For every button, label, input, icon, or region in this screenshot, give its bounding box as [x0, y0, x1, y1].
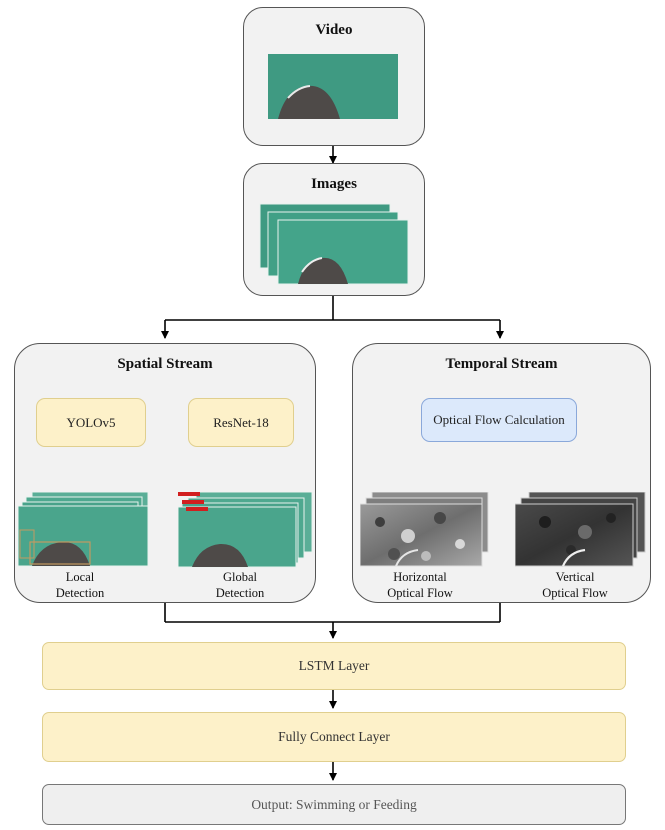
images-box: Images: [243, 163, 425, 296]
global-detection-stack: [178, 492, 313, 568]
image-stack: [259, 203, 409, 285]
resnet18-module: ResNet-18: [188, 398, 294, 447]
lstm-layer: LSTM Layer: [42, 642, 626, 690]
video-box: Video: [243, 7, 425, 146]
vertical-flow-stack: [515, 492, 646, 567]
vertical-flow-caption: Vertical Optical Flow: [542, 570, 608, 600]
detection-mark: [186, 507, 208, 511]
spatial-stream-title: Spatial Stream: [117, 356, 213, 372]
video-frame: [268, 54, 398, 119]
detection-mark: [182, 500, 204, 504]
local-detection-stack: [18, 492, 149, 567]
detection-mark: [178, 492, 200, 496]
video-title: Video: [315, 22, 353, 38]
horizontal-flow-caption: Horizontal Optical Flow: [387, 570, 453, 600]
images-title: Images: [311, 176, 357, 192]
temporal-stream-title: Temporal Stream: [445, 356, 558, 372]
optical-flow-module: Optical Flow Calculation: [421, 398, 577, 442]
fully-connect-layer: Fully Connect Layer: [42, 712, 626, 762]
local-detection-caption: Local Detection: [55, 570, 105, 600]
horizontal-flow-stack: [360, 492, 489, 567]
global-detection-caption: Global Detection: [215, 570, 265, 600]
yolov5-module: YOLOv5: [36, 398, 146, 447]
output-box: Output: Swimming or Feeding: [42, 784, 626, 825]
